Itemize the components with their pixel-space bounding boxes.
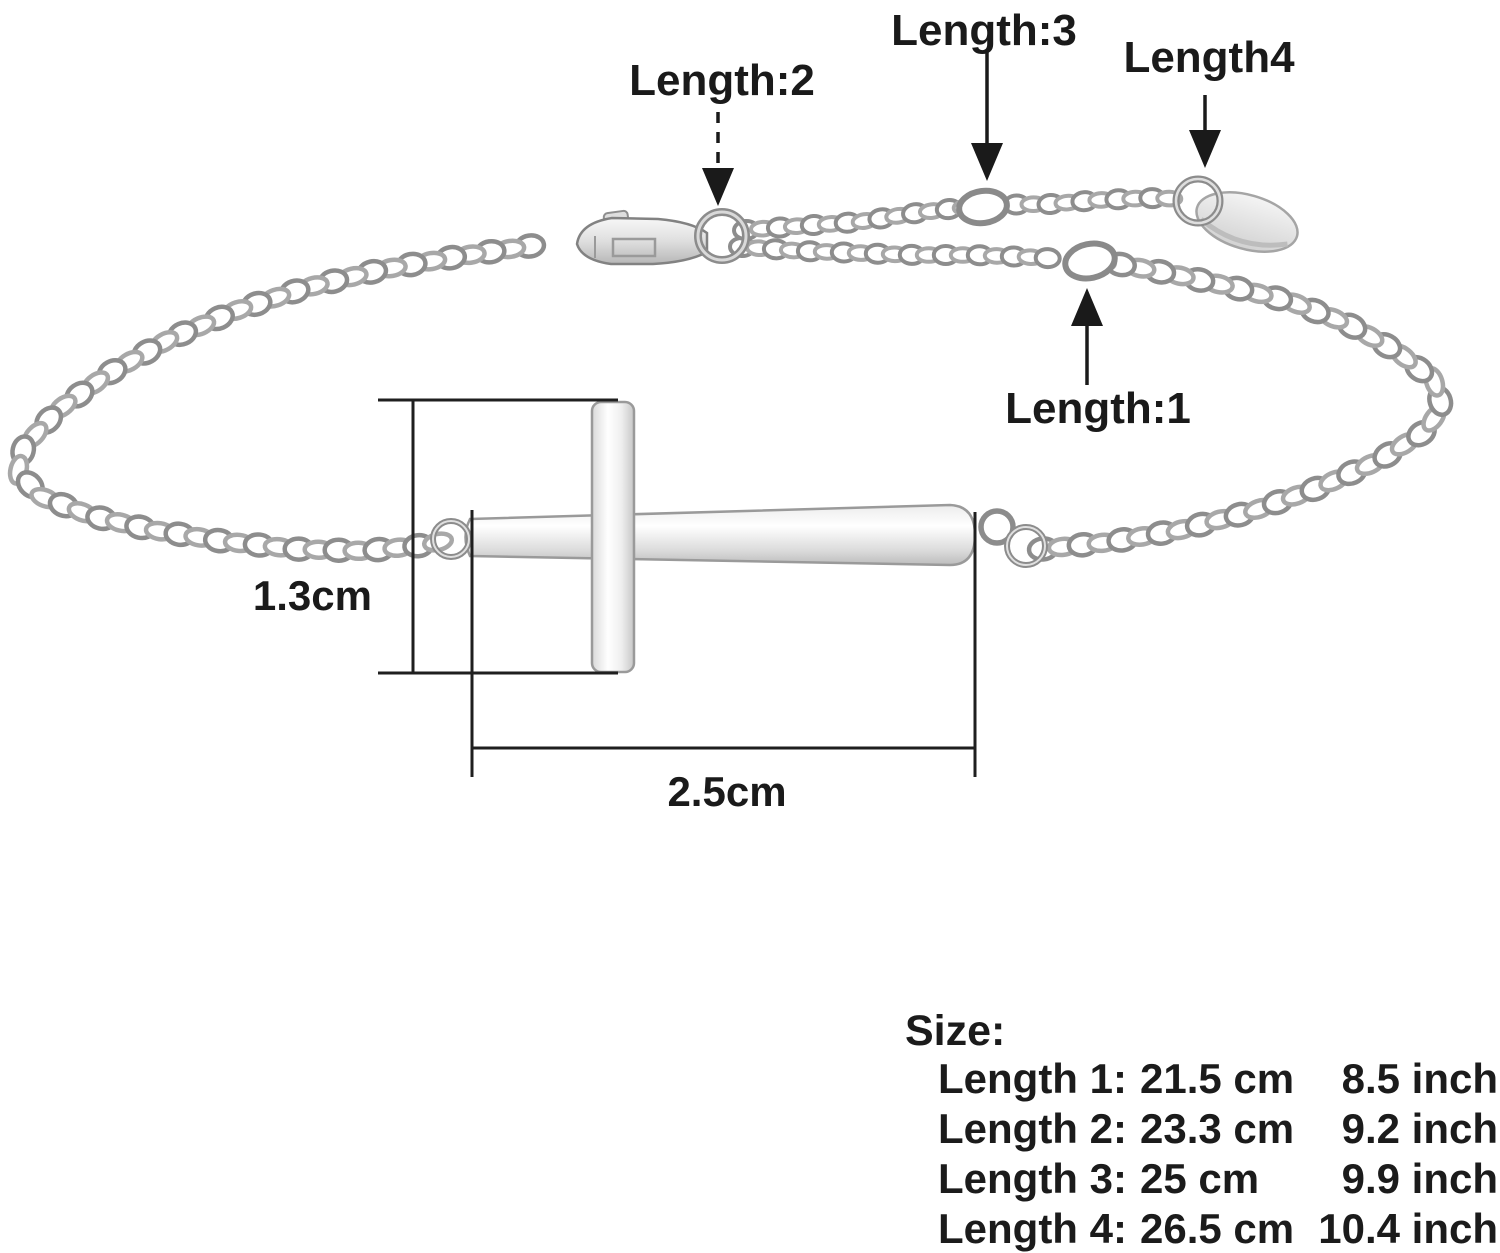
label-length2: Length:2: [629, 56, 815, 105]
size-table-title: Size:: [905, 1007, 1006, 1055]
extender-end-ring: [1172, 175, 1224, 227]
pendant-right-ring: [978, 508, 1048, 568]
arrow-length3: [971, 52, 1003, 181]
size-row-cm: 26.5 cm: [1139, 1205, 1295, 1252]
size-row-cm: 23.3 cm: [1139, 1105, 1295, 1152]
size-row: Length 3: 25 cm 9.9 inch: [938, 1154, 1498, 1204]
size-row-inch: 8.5 inch: [1341, 1055, 1498, 1102]
size-row: Length 2: 23.3 cm 9.2 inch: [938, 1104, 1498, 1154]
height-dimension-line: [378, 398, 618, 675]
pendant-left-ring: [430, 518, 472, 560]
length1-anchor-link: [1062, 240, 1118, 282]
size-row-label: Length 4:: [938, 1205, 1127, 1252]
lobster-clasp: [575, 209, 709, 266]
size-table: Size: Length 1: 21.5 cm 8.5 inch Length …: [905, 1008, 1498, 1253]
size-row-label: Length 3:: [938, 1155, 1127, 1202]
arrow-length4: [1189, 95, 1221, 168]
arrow-length1: [1071, 288, 1103, 385]
cross-upright-bar: [590, 400, 636, 674]
size-table-rows: Length 1: 21.5 cm 8.5 inch Length 2: 23.…: [938, 1054, 1498, 1253]
cross-horizontal-bar: [464, 503, 977, 567]
pendant-width-measurement: 2.5cm: [667, 768, 787, 815]
size-row-cm: 21.5 cm: [1139, 1055, 1295, 1102]
arrow-length2: [702, 112, 734, 206]
cross-pendant: [464, 400, 977, 674]
pendant-height-measurement: 1.3cm: [252, 572, 372, 619]
size-row: Length 4: 26.5 cm 10.4 inch: [938, 1204, 1498, 1253]
clasp-jump-ring: [694, 208, 750, 264]
length3-anchor-link: [956, 187, 1010, 227]
size-row-cm: 25 cm: [1139, 1155, 1260, 1202]
label-length3: Length:3: [891, 6, 1077, 55]
label-length4: Length4: [1123, 33, 1295, 82]
size-row: Length 1: 21.5 cm 8.5 inch: [938, 1054, 1498, 1104]
size-row-label: Length 1:: [938, 1055, 1127, 1102]
size-row-inch: 9.2 inch: [1341, 1105, 1498, 1152]
width-dimension-line: [470, 510, 977, 777]
size-row-label: Length 2:: [938, 1105, 1127, 1152]
size-row-inch: 9.9 inch: [1341, 1155, 1498, 1202]
label-length1: Length:1: [1005, 384, 1191, 433]
size-row-inch: 10.4 inch: [1318, 1205, 1498, 1252]
